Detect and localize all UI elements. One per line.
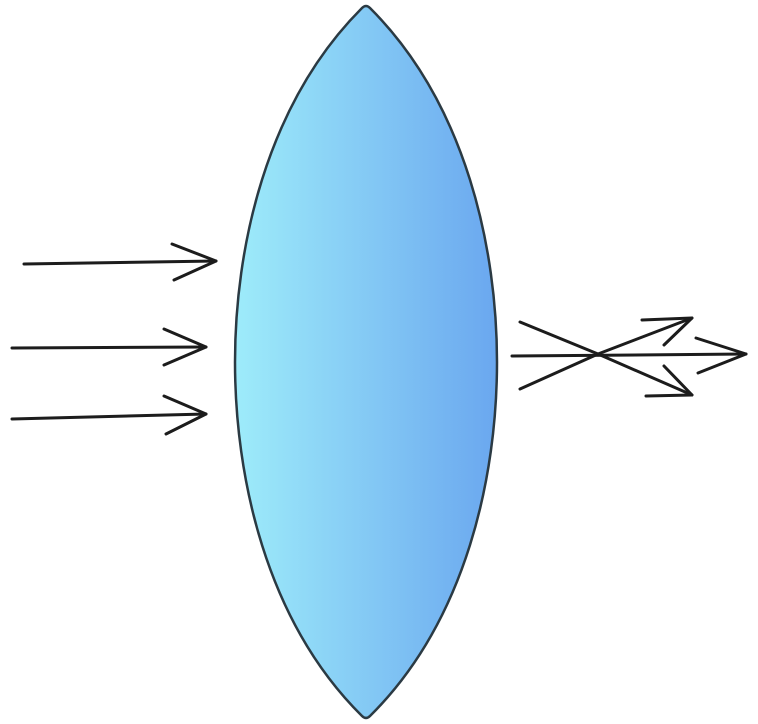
arrowhead-icon: [162, 327, 208, 367]
arrowhead-icon: [640, 316, 694, 347]
ray-line: [10, 412, 208, 421]
arrowhead-icon: [162, 394, 208, 436]
outgoing-ray-lower: [518, 352, 694, 398]
ray-line: [518, 352, 694, 397]
convex-lens: [233, 4, 499, 720]
outgoing-rays: [510, 316, 748, 398]
incoming-ray-top: [22, 242, 218, 282]
arrowhead-icon: [694, 336, 748, 375]
ray-line: [22, 259, 218, 266]
ray-line: [518, 316, 694, 356]
ray-line: [510, 352, 748, 358]
arrowhead-icon: [170, 242, 218, 282]
incoming-ray-bottom: [10, 394, 208, 436]
outgoing-ray-center: [510, 336, 748, 375]
arrowhead-icon: [644, 364, 694, 398]
ray-line: [10, 345, 208, 350]
incoming-rays: [10, 242, 218, 436]
outgoing-ray-upper: [518, 316, 694, 356]
incoming-ray-middle: [10, 327, 208, 367]
